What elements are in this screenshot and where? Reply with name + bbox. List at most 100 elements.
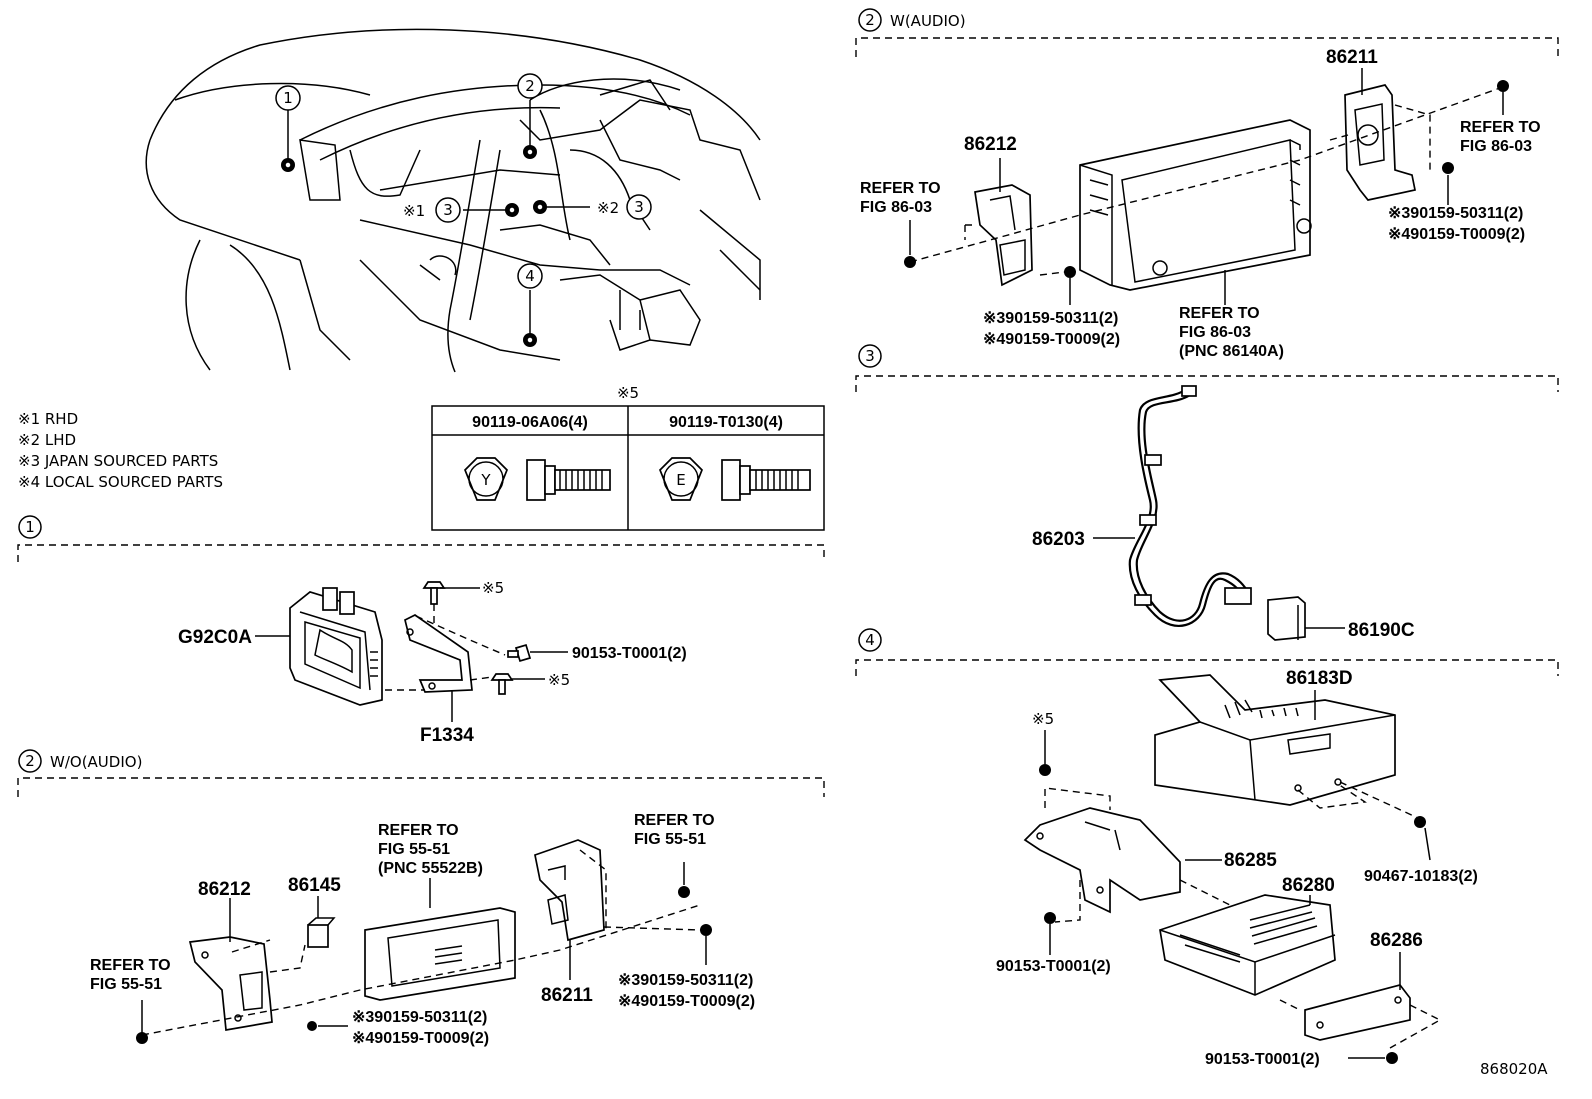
label-s2wo-refer-display-2: FIG 55-51 xyxy=(378,841,450,858)
s2w-bolt-lower xyxy=(1064,266,1076,305)
label-s2w-refer-left-1: REFER TO xyxy=(860,180,941,197)
section1-bolt-lower xyxy=(490,673,514,695)
nut-letter-e: E xyxy=(676,471,685,489)
label-s2w-86212: 86212 xyxy=(964,134,1017,155)
s2wo-bolt-right xyxy=(700,924,712,965)
overview-callout-labels: 1 2 3 3 4 ※1 ※2 xyxy=(283,77,644,285)
section2wo-num: 2 xyxy=(25,752,35,770)
label-86285: 86285 xyxy=(1224,850,1277,871)
label-86286: 86286 xyxy=(1370,930,1423,951)
fastener-part-2: 90119-T0130(4) xyxy=(669,414,783,431)
lhd-mark: ※2 xyxy=(597,199,619,217)
section2wo-parts xyxy=(136,839,712,1044)
s4-bolt-top xyxy=(1039,730,1051,776)
section2w-num: 2 xyxy=(865,11,875,29)
label-s2w-refer-left-2: FIG 86-03 xyxy=(860,199,932,216)
label-g92c0a: G92C0A xyxy=(178,627,252,648)
label-s2wo-refer-left-2: FIG 55-51 xyxy=(90,976,162,993)
label-86183d: 86183D xyxy=(1286,668,1353,689)
label-s2wo-bolts-right-2: ※490159-T0009(2) xyxy=(618,993,755,1010)
label-86203: 86203 xyxy=(1032,529,1085,550)
fastener-part-1: 90119-06A06(4) xyxy=(472,414,588,431)
fastener-table-labels: ※5 90119-06A06(4) 90119-T0130(4) Y E xyxy=(472,384,783,489)
callout-3-rhd: 3 xyxy=(443,201,453,219)
fastener-table-frame xyxy=(431,405,825,531)
s2wo-bolt-lower xyxy=(307,1021,348,1031)
label-s1-bolt-c: 90153-T0001(2) xyxy=(572,645,687,662)
label-s2w-bolts-left-1: ※390159-50311(2) xyxy=(983,310,1118,327)
section-frames xyxy=(17,8,1559,797)
section2w-title: W(AUDIO) xyxy=(890,12,966,30)
label-s2w-refer-display-2: FIG 86-03 xyxy=(1179,324,1251,341)
label-s2wo-bolts-left-2: ※490159-T0009(2) xyxy=(352,1030,489,1047)
label-s2w-86211: 86211 xyxy=(1326,47,1378,68)
callout-1: 1 xyxy=(283,89,293,107)
callout-4: 4 xyxy=(525,267,535,285)
note-lhd: ※2 LHD xyxy=(18,431,76,449)
label-s2wo-86212: 86212 xyxy=(198,879,251,900)
label-s2wo-bolts-right-1: ※390159-50311(2) xyxy=(618,972,753,989)
callout-3-lhd: 3 xyxy=(634,198,644,216)
section3-labels: 86203 86190C xyxy=(1032,529,1415,641)
section1-bolt-right xyxy=(507,643,532,663)
label-s2w-bolts-right-1: ※390159-50311(2) xyxy=(1388,205,1523,222)
label-86280: 86280 xyxy=(1282,875,1335,896)
diagram-code: 868020A xyxy=(1480,1060,1548,1078)
label-s2wo-refer-right-1: REFER TO xyxy=(634,812,715,829)
label-f1334: F1334 xyxy=(420,725,474,746)
label-s2wo-86211: 86211 xyxy=(541,985,593,1006)
label-s2wo-refer-right-2: FIG 55-51 xyxy=(634,831,706,848)
s2w-bolt-topright xyxy=(1497,80,1509,115)
dashboard-overview xyxy=(145,28,761,373)
s4-bolt-right xyxy=(1414,816,1431,861)
note-local: ※4 LOCAL SOURCED PARTS xyxy=(18,473,223,491)
label-s2w-bolts-left-2: ※490159-T0009(2) xyxy=(983,331,1120,348)
label-s2wo-refer-left-1: REFER TO xyxy=(90,957,171,974)
label-s2w-refer-right-1: REFER TO xyxy=(1460,119,1541,136)
overview-callouts xyxy=(275,73,652,289)
section-headers: 1 2 W/O(AUDIO) 2 W(AUDIO) 3 4 xyxy=(25,11,965,771)
note-rhd: ※1 RHD xyxy=(18,410,78,428)
section2w-labels: 86211 86212 REFER TO FIG 86-03 REFER TO … xyxy=(860,47,1541,360)
label-s1-bolt-b: ※5 xyxy=(548,671,570,689)
label-s2wo-bolts-left-1: ※390159-50311(2) xyxy=(352,1009,487,1026)
label-s4-bolt-left: 90153-T0001(2) xyxy=(996,958,1111,975)
section1-bolt-top xyxy=(422,581,446,605)
label-s2w-refer-display-1: REFER TO xyxy=(1179,305,1260,322)
section3-num: 3 xyxy=(865,347,875,365)
section2wo-title: W/O(AUDIO) xyxy=(50,753,142,771)
s2w-bolt-left xyxy=(904,220,916,268)
s4-bolt-left xyxy=(1044,912,1056,955)
rhd-mark: ※1 xyxy=(403,202,425,220)
fastener-table-title: ※5 xyxy=(617,384,639,402)
section2w-parts xyxy=(904,68,1509,305)
s2wo-bolt-left xyxy=(136,1000,148,1044)
label-s1-bolt-a: ※5 xyxy=(482,579,504,597)
section4-parts xyxy=(1023,674,1442,1064)
notes-list: ※1 RHD ※2 LHD ※3 JAPAN SOURCED PARTS ※4 … xyxy=(18,410,223,491)
nut-letter-y: Y xyxy=(480,471,491,489)
label-s4-bolt-right: 90467-10183(2) xyxy=(1364,868,1478,885)
label-s2wo-refer-display-3: (PNC 55522B) xyxy=(378,860,483,877)
label-s2w-refer-right-2: FIG 86-03 xyxy=(1460,138,1532,155)
s2w-bolt-right xyxy=(1442,162,1454,205)
label-s4-bolt-top: ※5 xyxy=(1032,710,1054,728)
s4-bolt-bottom xyxy=(1348,1052,1398,1064)
section4-labels: 86183D 86285 86280 86286 ※5 90467-10183(… xyxy=(996,668,1478,1068)
note-japan: ※3 JAPAN SOURCED PARTS xyxy=(18,452,218,470)
section1-parts xyxy=(255,581,568,722)
section1-labels: G92C0A F1334 ※5 ※5 90153-T0001(2) xyxy=(178,579,687,746)
label-s2w-refer-display-3: (PNC 86140A) xyxy=(1179,343,1284,360)
section3-parts xyxy=(1093,385,1345,641)
section1-num: 1 xyxy=(25,518,35,536)
s2wo-bolt-topright xyxy=(678,862,690,898)
section2wo-labels: 86212 86145 86211 REFER TO FIG 55-51 REF… xyxy=(90,812,755,1047)
label-s2wo-86145: 86145 xyxy=(288,875,341,896)
label-86190c: 86190C xyxy=(1348,620,1415,641)
label-s2w-bolts-right-2: ※490159-T0009(2) xyxy=(1388,226,1525,243)
section4-num: 4 xyxy=(865,631,875,649)
label-s4-bolt-bottom: 90153-T0001(2) xyxy=(1205,1051,1320,1068)
callout-2: 2 xyxy=(525,77,535,95)
label-s2wo-refer-display-1: REFER TO xyxy=(378,822,459,839)
